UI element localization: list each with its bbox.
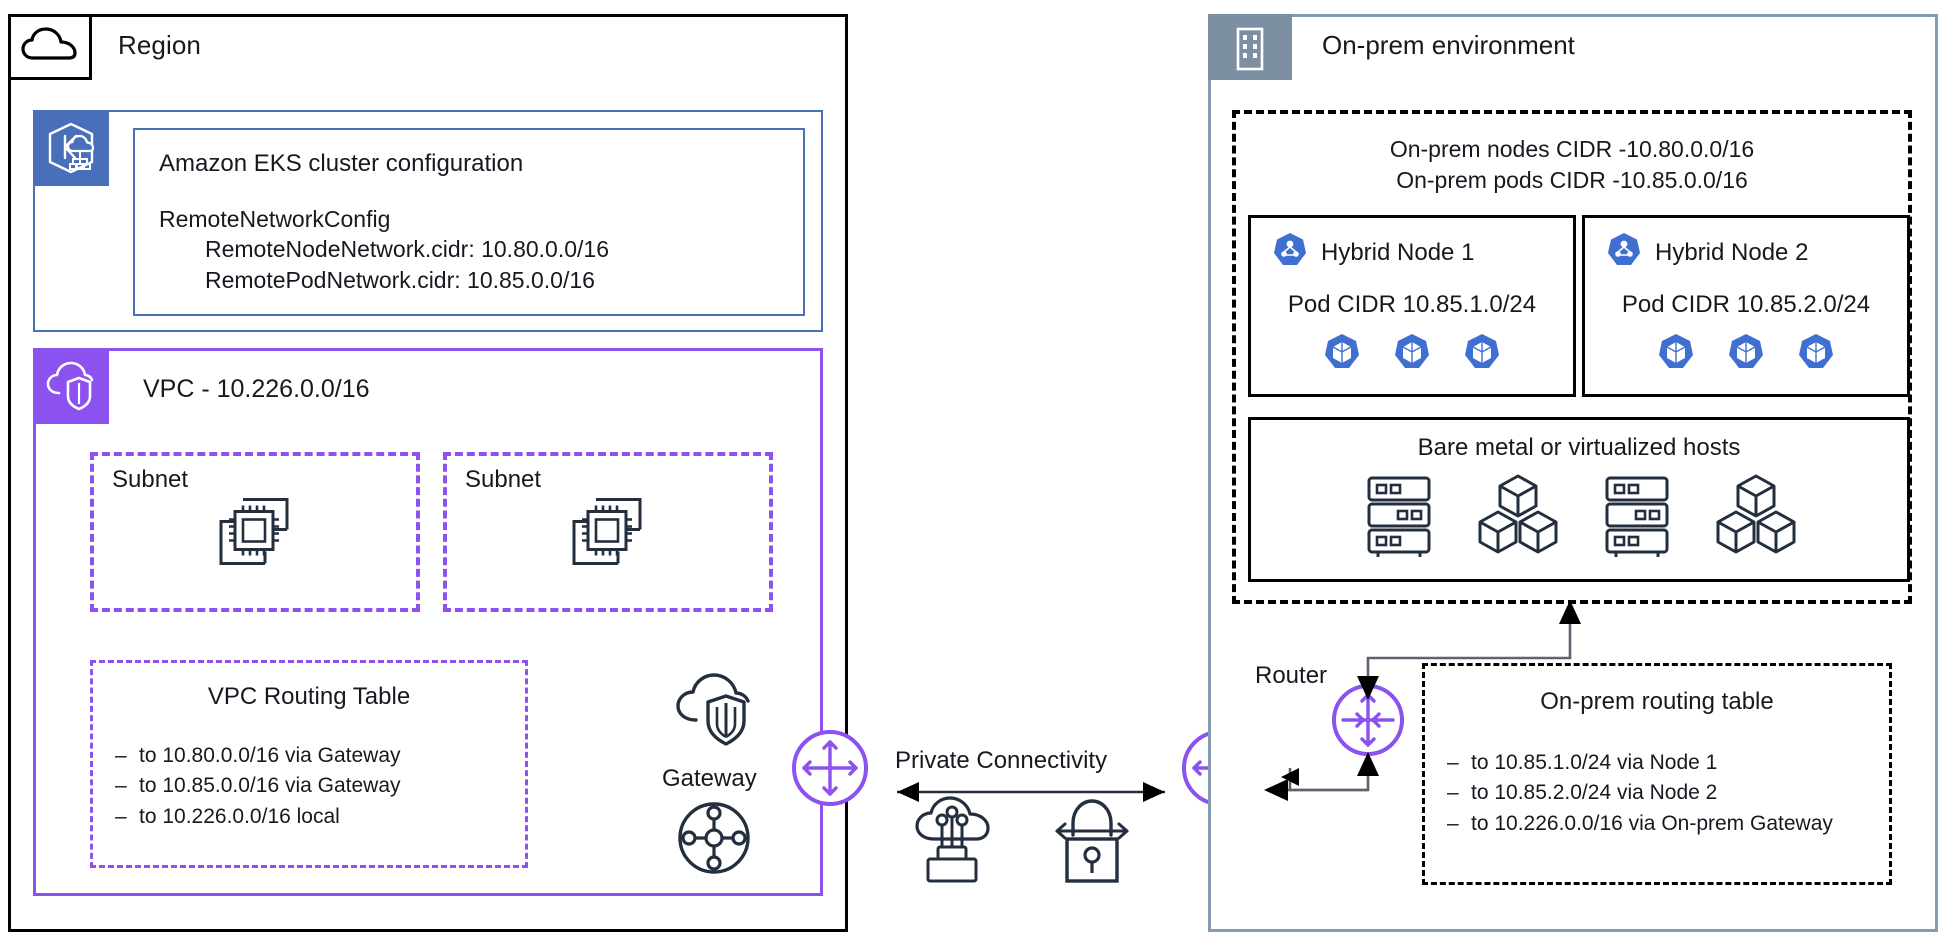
pod-icon <box>1464 333 1500 376</box>
onprem-routing-table-title: On-prem routing table <box>1540 688 1774 715</box>
eks-remote-node-network: RemoteNodeNetwork.cidr: 10.80.0.0/16 <box>205 236 609 263</box>
aws-gateway-node-icon <box>790 728 870 813</box>
kubernetes-node-icon <box>1607 232 1641 273</box>
vpc-routing-table-title: VPC Routing Table <box>207 683 411 710</box>
network-hub-icon <box>676 800 752 881</box>
pod-icon <box>1658 333 1694 376</box>
subnet-2-label: Subnet <box>465 466 542 493</box>
onprem-route-item: to 10.85.2.0/24 via Node 2 <box>1447 778 1889 808</box>
vpc-route-item: to 10.80.0.0/16 via Gateway <box>115 741 525 771</box>
kubernetes-node-icon <box>1273 232 1307 273</box>
eks-remote-pod-network: RemotePodNetwork.cidr: 10.85.0.0/16 <box>205 266 595 293</box>
onprem-route-list: to 10.85.1.0/24 via Node 1 to 10.85.2.0/… <box>1425 748 1889 839</box>
hybrid-node-1-pods <box>1251 333 1573 376</box>
vpc-route-item: to 10.85.0.0/16 via Gateway <box>115 771 525 801</box>
hybrid-node-1-name: Hybrid Node 1 <box>1321 238 1475 266</box>
eks-config-panel: Amazon EKS cluster configuration RemoteN… <box>133 128 805 316</box>
ec2-instances-icon <box>209 492 301 579</box>
cloud-region-icon <box>8 14 92 80</box>
onprem-route-item: to 10.85.1.0/24 via Node 1 <box>1447 748 1889 778</box>
vpn-lock-icon <box>1045 795 1139 892</box>
router-node-icon <box>1330 682 1406 763</box>
server-rack-icon <box>1360 472 1438 563</box>
hybrid-node-2-pods <box>1585 333 1907 376</box>
cubes-icon <box>1476 472 1560 563</box>
hybrid-node-1-pod-cidr: Pod CIDR 10.85.1.0/24 <box>1287 291 1537 318</box>
hybrid-node-1: Hybrid Node 1 Pod CIDR 10.85.1.0/24 <box>1248 215 1576 397</box>
vpc-shield-icon <box>33 348 109 424</box>
vpc-title: VPC - 10.226.0.0/16 <box>143 375 370 403</box>
eks-config-header: RemoteNetworkConfig <box>159 206 391 232</box>
bidirectional-arrow-icon <box>875 780 1187 809</box>
bare-metal-hosts-box: Bare metal or virtualized hosts <box>1248 417 1910 582</box>
eks-config-title: Amazon EKS cluster configuration <box>159 150 524 177</box>
pod-icon <box>1394 333 1430 376</box>
hybrid-node-2-pod-cidr: Pod CIDR 10.85.2.0/24 <box>1621 291 1871 318</box>
server-rack-icon <box>1598 472 1676 563</box>
onprem-environment-title: On-prem environment <box>1322 30 1575 60</box>
amazon-eks-icon <box>33 110 109 186</box>
aws-gateway-label: Gateway <box>662 765 757 792</box>
pod-icon <box>1324 333 1360 376</box>
cubes-icon <box>1714 472 1798 563</box>
pod-icon <box>1728 333 1764 376</box>
ec2-instances-icon <box>562 492 654 579</box>
onprem-routing-table: On-prem routing table to 10.85.1.0/24 vi… <box>1422 663 1892 885</box>
hybrid-node-2-name: Hybrid Node 2 <box>1655 238 1809 266</box>
subnet-1: Subnet <box>90 452 420 612</box>
onprem-pods-cidr: On-prem pods CIDR -10.85.0.0/16 <box>1396 166 1748 193</box>
vpc-route-list: to 10.80.0.0/16 via Gateway to 10.85.0.0… <box>93 741 525 832</box>
pod-icon <box>1798 333 1834 376</box>
private-connectivity-label: Private Connectivity <box>895 747 1108 774</box>
hybrid-node-2: Hybrid Node 2 Pod CIDR 10.85.2.0/24 <box>1582 215 1910 397</box>
onprem-route-item: to 10.226.0.0/16 via On-prem Gateway <box>1447 809 1889 839</box>
region-title: Region <box>118 30 201 60</box>
datacenter-building-icon <box>1208 14 1292 80</box>
direct-connect-icon <box>910 795 1006 892</box>
cloud-shield-gateway-icon <box>672 672 756 753</box>
vpc-routing-table: VPC Routing Table to 10.80.0.0/16 via Ga… <box>90 660 528 868</box>
onprem-nodes-cidr: On-prem nodes CIDR -10.80.0.0/16 <box>1389 136 1755 162</box>
subnet-2: Subnet <box>443 452 773 612</box>
router-label: Router <box>1255 662 1328 689</box>
bare-metal-hosts-title: Bare metal or virtualized hosts <box>1417 434 1741 461</box>
subnet-1-label: Subnet <box>112 466 189 493</box>
vpc-route-item: to 10.226.0.0/16 local <box>115 802 525 832</box>
